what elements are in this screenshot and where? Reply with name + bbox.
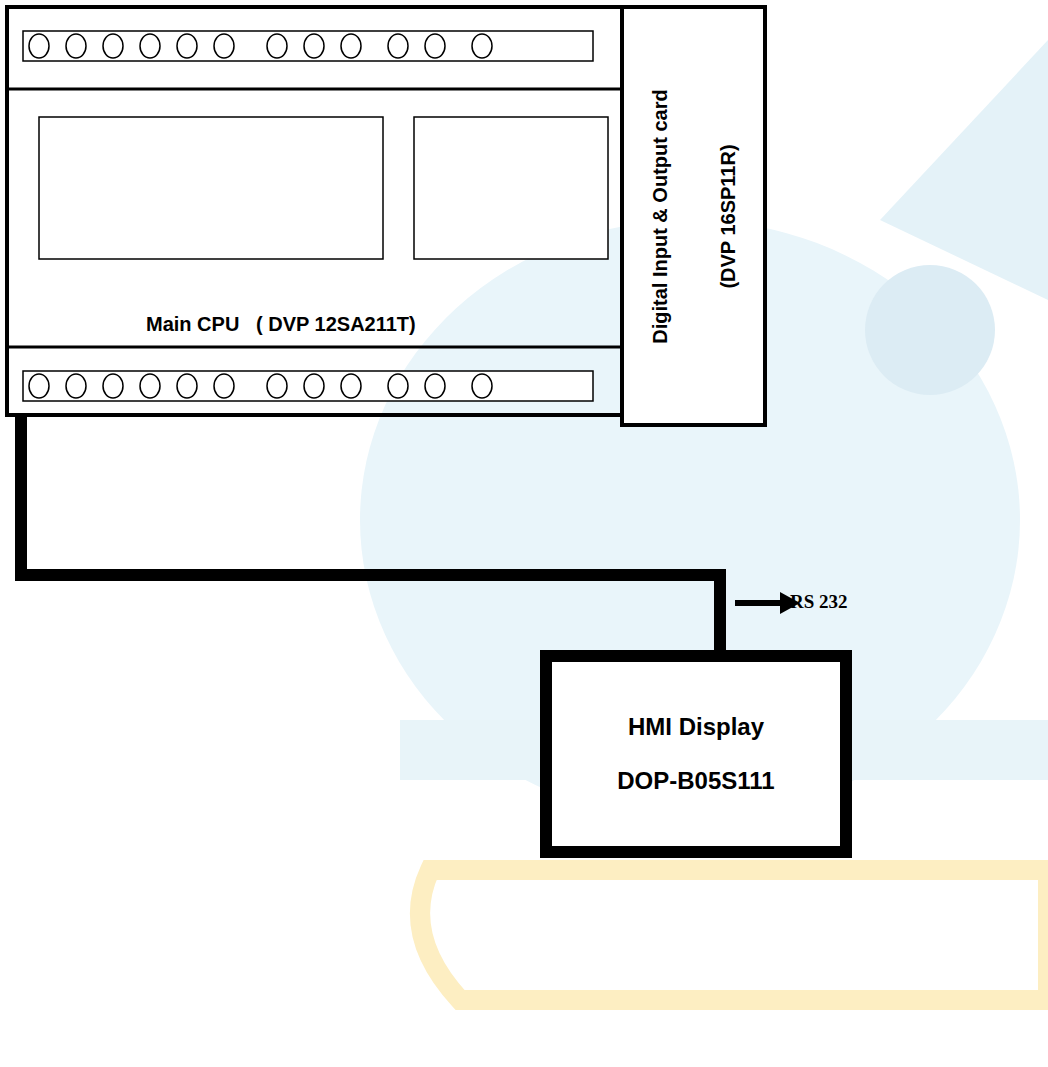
terminal-screw <box>341 34 361 58</box>
card-label: Digital Input & Output card <box>648 89 671 343</box>
watermark-book <box>420 870 1048 1000</box>
rotated-text-holder: Digital Input & Output card (DVP 16SP11R) <box>625 10 762 422</box>
terminal-screw <box>304 374 324 398</box>
terminal-screw <box>177 374 197 398</box>
edge-label: RS 232 <box>790 591 848 613</box>
hmi-label: DOP-B05S111 <box>617 767 774 795</box>
terminal-screw <box>140 34 160 58</box>
panel-line <box>9 346 621 349</box>
terminal-screw <box>29 374 49 398</box>
terminal-screw <box>472 34 492 58</box>
terminal-strip <box>23 31 593 61</box>
cpu-module: Main CPU ( DVP 12SA211T) <box>5 5 625 417</box>
terminal-screw <box>425 34 445 58</box>
module-label: Main CPU ( DVP 12SA211T) <box>146 313 416 336</box>
hmi-label: HMI Display <box>628 713 764 741</box>
rs232-cable <box>21 417 720 650</box>
cpu-drawing <box>9 9 621 413</box>
terminal-screw <box>177 34 197 58</box>
terminal-screw <box>304 34 324 58</box>
card-label: (DVP 16SP11R) <box>716 144 739 288</box>
io-card: Digital Input & Output card (DVP 16SP11R) <box>620 5 767 427</box>
terminal-screw <box>472 374 492 398</box>
panel-line <box>9 88 621 91</box>
terminal-strip <box>23 371 593 401</box>
terminal-screw <box>29 34 49 58</box>
terminal-screw <box>425 374 445 398</box>
watermark-shape <box>880 40 1048 300</box>
display-window <box>39 117 383 259</box>
watermark-eye <box>865 265 995 395</box>
terminal-screw <box>214 374 234 398</box>
terminal-screw <box>388 374 408 398</box>
terminal-screw <box>103 374 123 398</box>
terminal-screw <box>267 374 287 398</box>
terminal-screw <box>214 34 234 58</box>
terminal-screw <box>388 34 408 58</box>
terminal-screw <box>267 34 287 58</box>
signal-arrow <box>735 600 782 606</box>
terminal-screw <box>341 374 361 398</box>
terminal-screw <box>103 34 123 58</box>
hmi-display: HMI DisplayDOP-B05S111 <box>540 650 852 858</box>
terminal-screw <box>66 34 86 58</box>
display-window <box>414 117 608 259</box>
terminal-screw <box>66 374 86 398</box>
terminal-screw <box>140 374 160 398</box>
